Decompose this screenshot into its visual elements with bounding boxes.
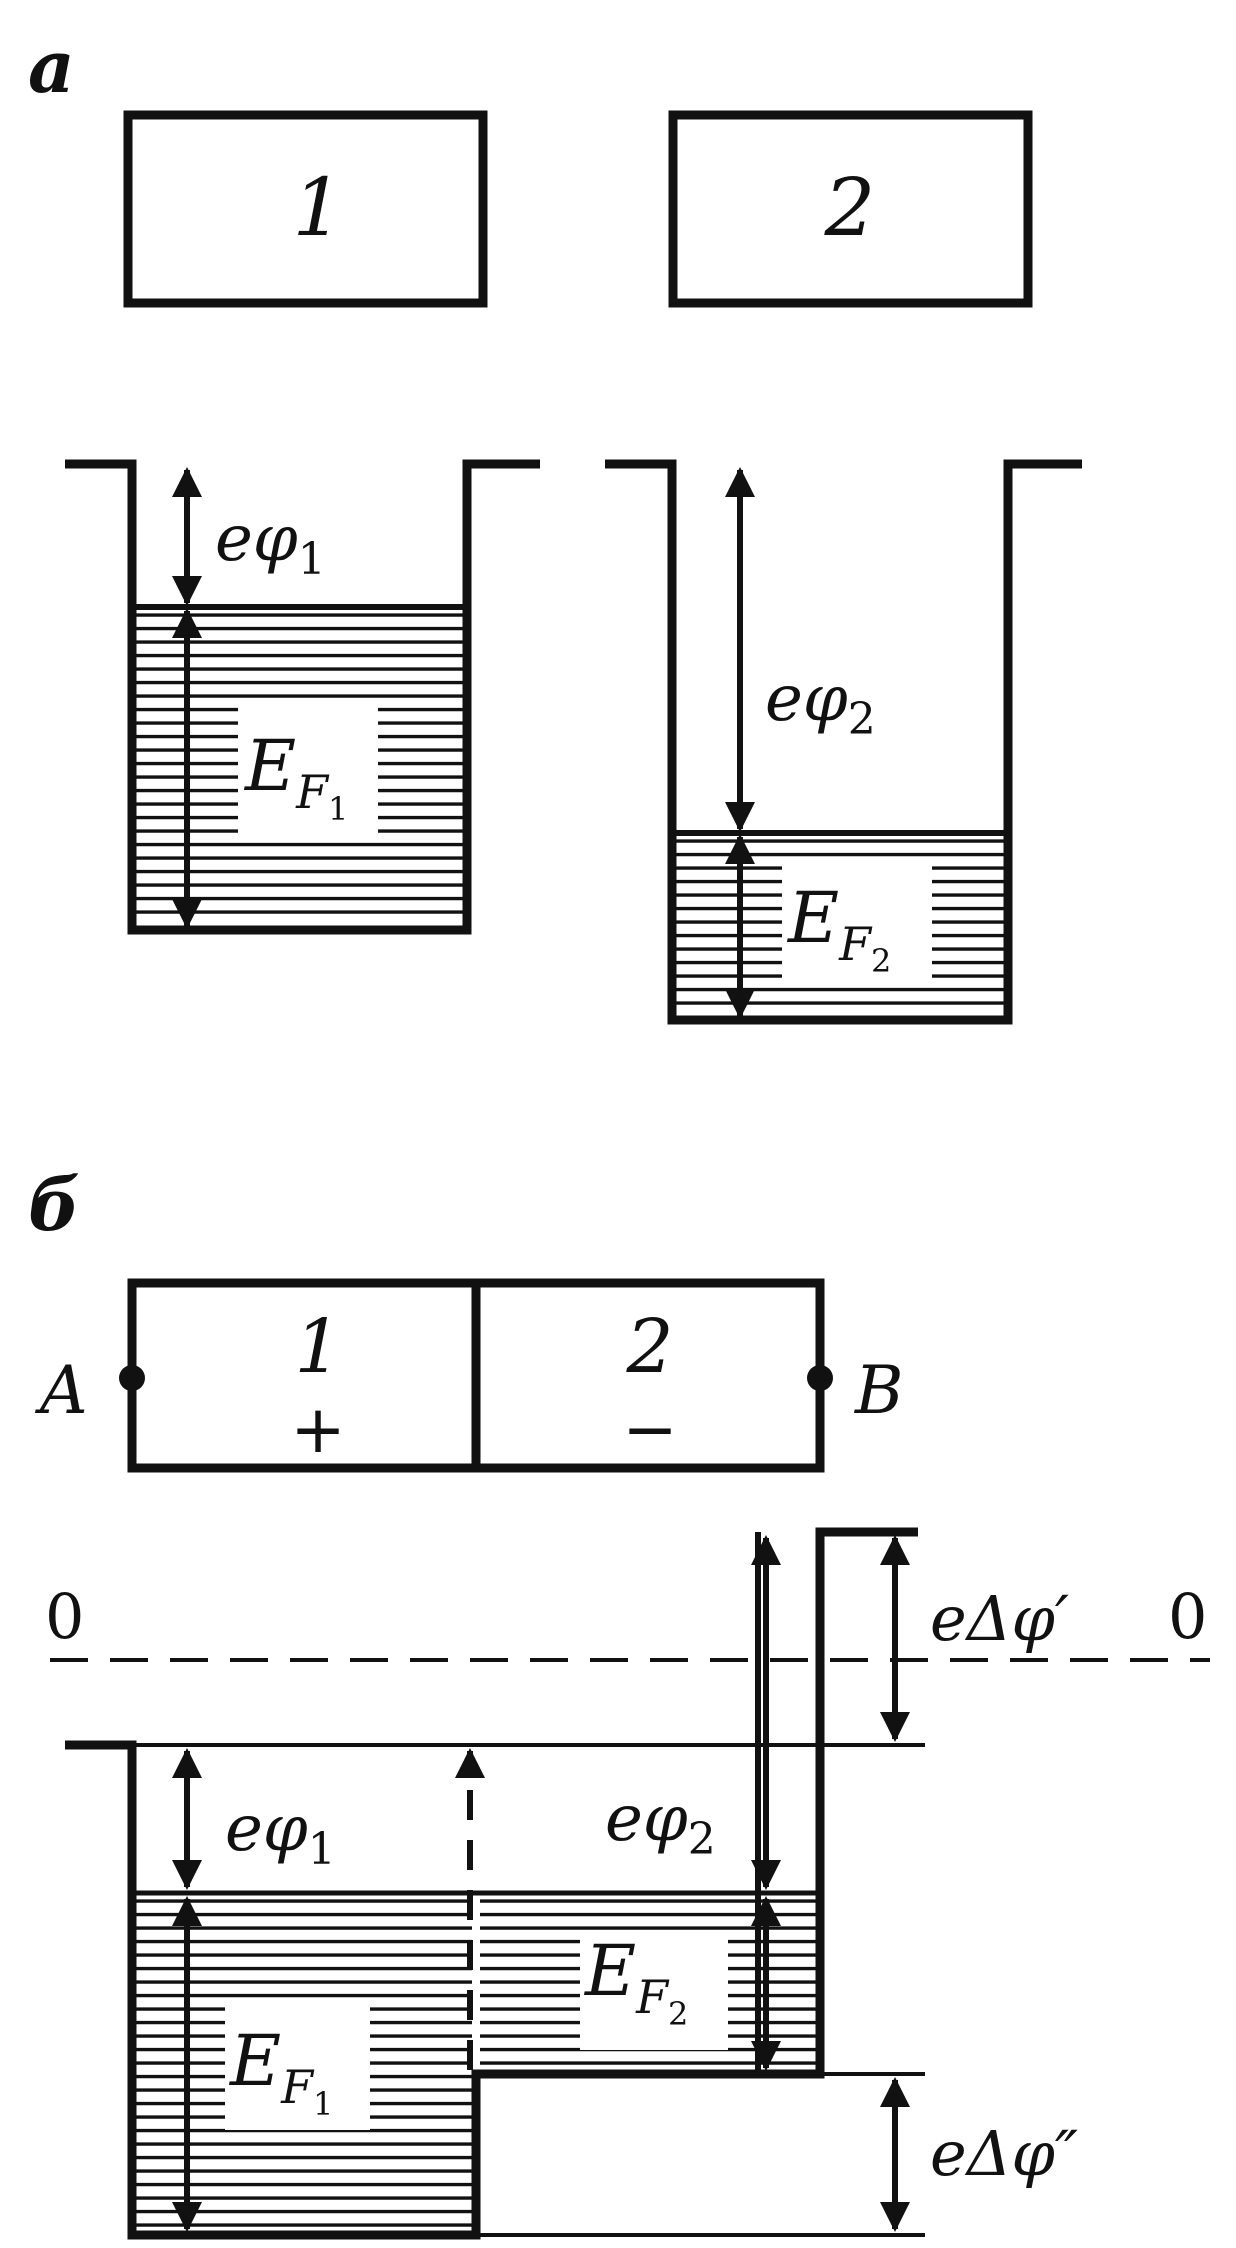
contact-pair-block: 1 + 2 − A B — [34, 1278, 904, 1473]
terminal-a-dot — [119, 1365, 145, 1391]
potential-well-2: eφ2 EF2 — [605, 459, 1082, 1025]
delta-phi-prime-label: eΔφ′ — [930, 1582, 1069, 1655]
contact-energy-diagram: eφ1 eφ2 EF1 EF2 eΔφ′ eΔφ″ — [65, 1527, 1078, 2240]
fermi-energy-2-label: EF2 — [583, 1930, 688, 2033]
zero-level-label-right: 0 — [1168, 1580, 1207, 1653]
work-function-2-label: eφ2 — [605, 1782, 716, 1865]
terminal-a-label: A — [34, 1352, 88, 1429]
panel-a-label: а — [28, 24, 75, 109]
fermi-energy-1-label: EF1 — [243, 725, 348, 828]
metal-2-sign: − — [622, 1391, 677, 1468]
metal-1-sign: + — [290, 1391, 345, 1468]
panel-a: а 1 2 eφ1 EF1 eφ2 — [28, 24, 1082, 1025]
metal-1-label: 1 — [293, 161, 344, 254]
terminal-b-label: B — [854, 1352, 904, 1429]
panel-b-label: б — [28, 1162, 80, 1247]
metal-1-block: 1 — [123, 110, 488, 308]
fermi-energy-2-label: EF2 — [786, 877, 891, 980]
zero-level-label-left: 0 — [45, 1580, 84, 1653]
potential-well-1: eφ1 EF1 — [65, 459, 540, 935]
delta-phi-double-prime-label: eΔφ″ — [930, 2117, 1078, 2190]
metal-2-label: 2 — [625, 1304, 673, 1390]
fermi-energy-1-label: EF1 — [228, 2020, 333, 2123]
metal-2-block: 2 — [668, 110, 1033, 308]
work-function-1-label: eφ1 — [215, 502, 326, 585]
work-function-1-label: eφ1 — [225, 1792, 336, 1875]
work-function-2-label: eφ2 — [765, 662, 876, 745]
metal-2-label: 2 — [824, 161, 876, 254]
panel-b: б 1 + 2 − A B 0 0 — [28, 1162, 1210, 2240]
metal-1-label: 1 — [294, 1304, 341, 1390]
terminal-b-dot — [807, 1365, 833, 1391]
